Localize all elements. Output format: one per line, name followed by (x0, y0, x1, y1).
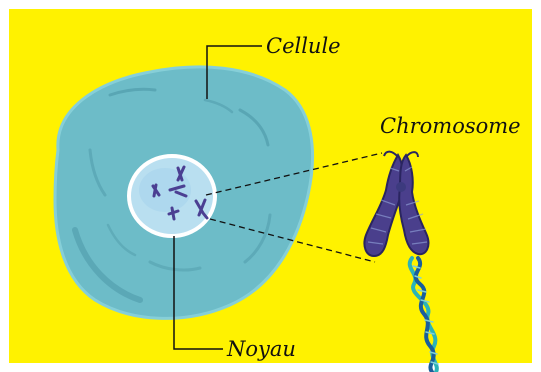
cell-label: Cellule (266, 34, 341, 58)
chromosome-label: Chromosome (380, 114, 521, 138)
nucleus (129, 156, 215, 236)
nucleus-label: Noyau (226, 337, 296, 361)
